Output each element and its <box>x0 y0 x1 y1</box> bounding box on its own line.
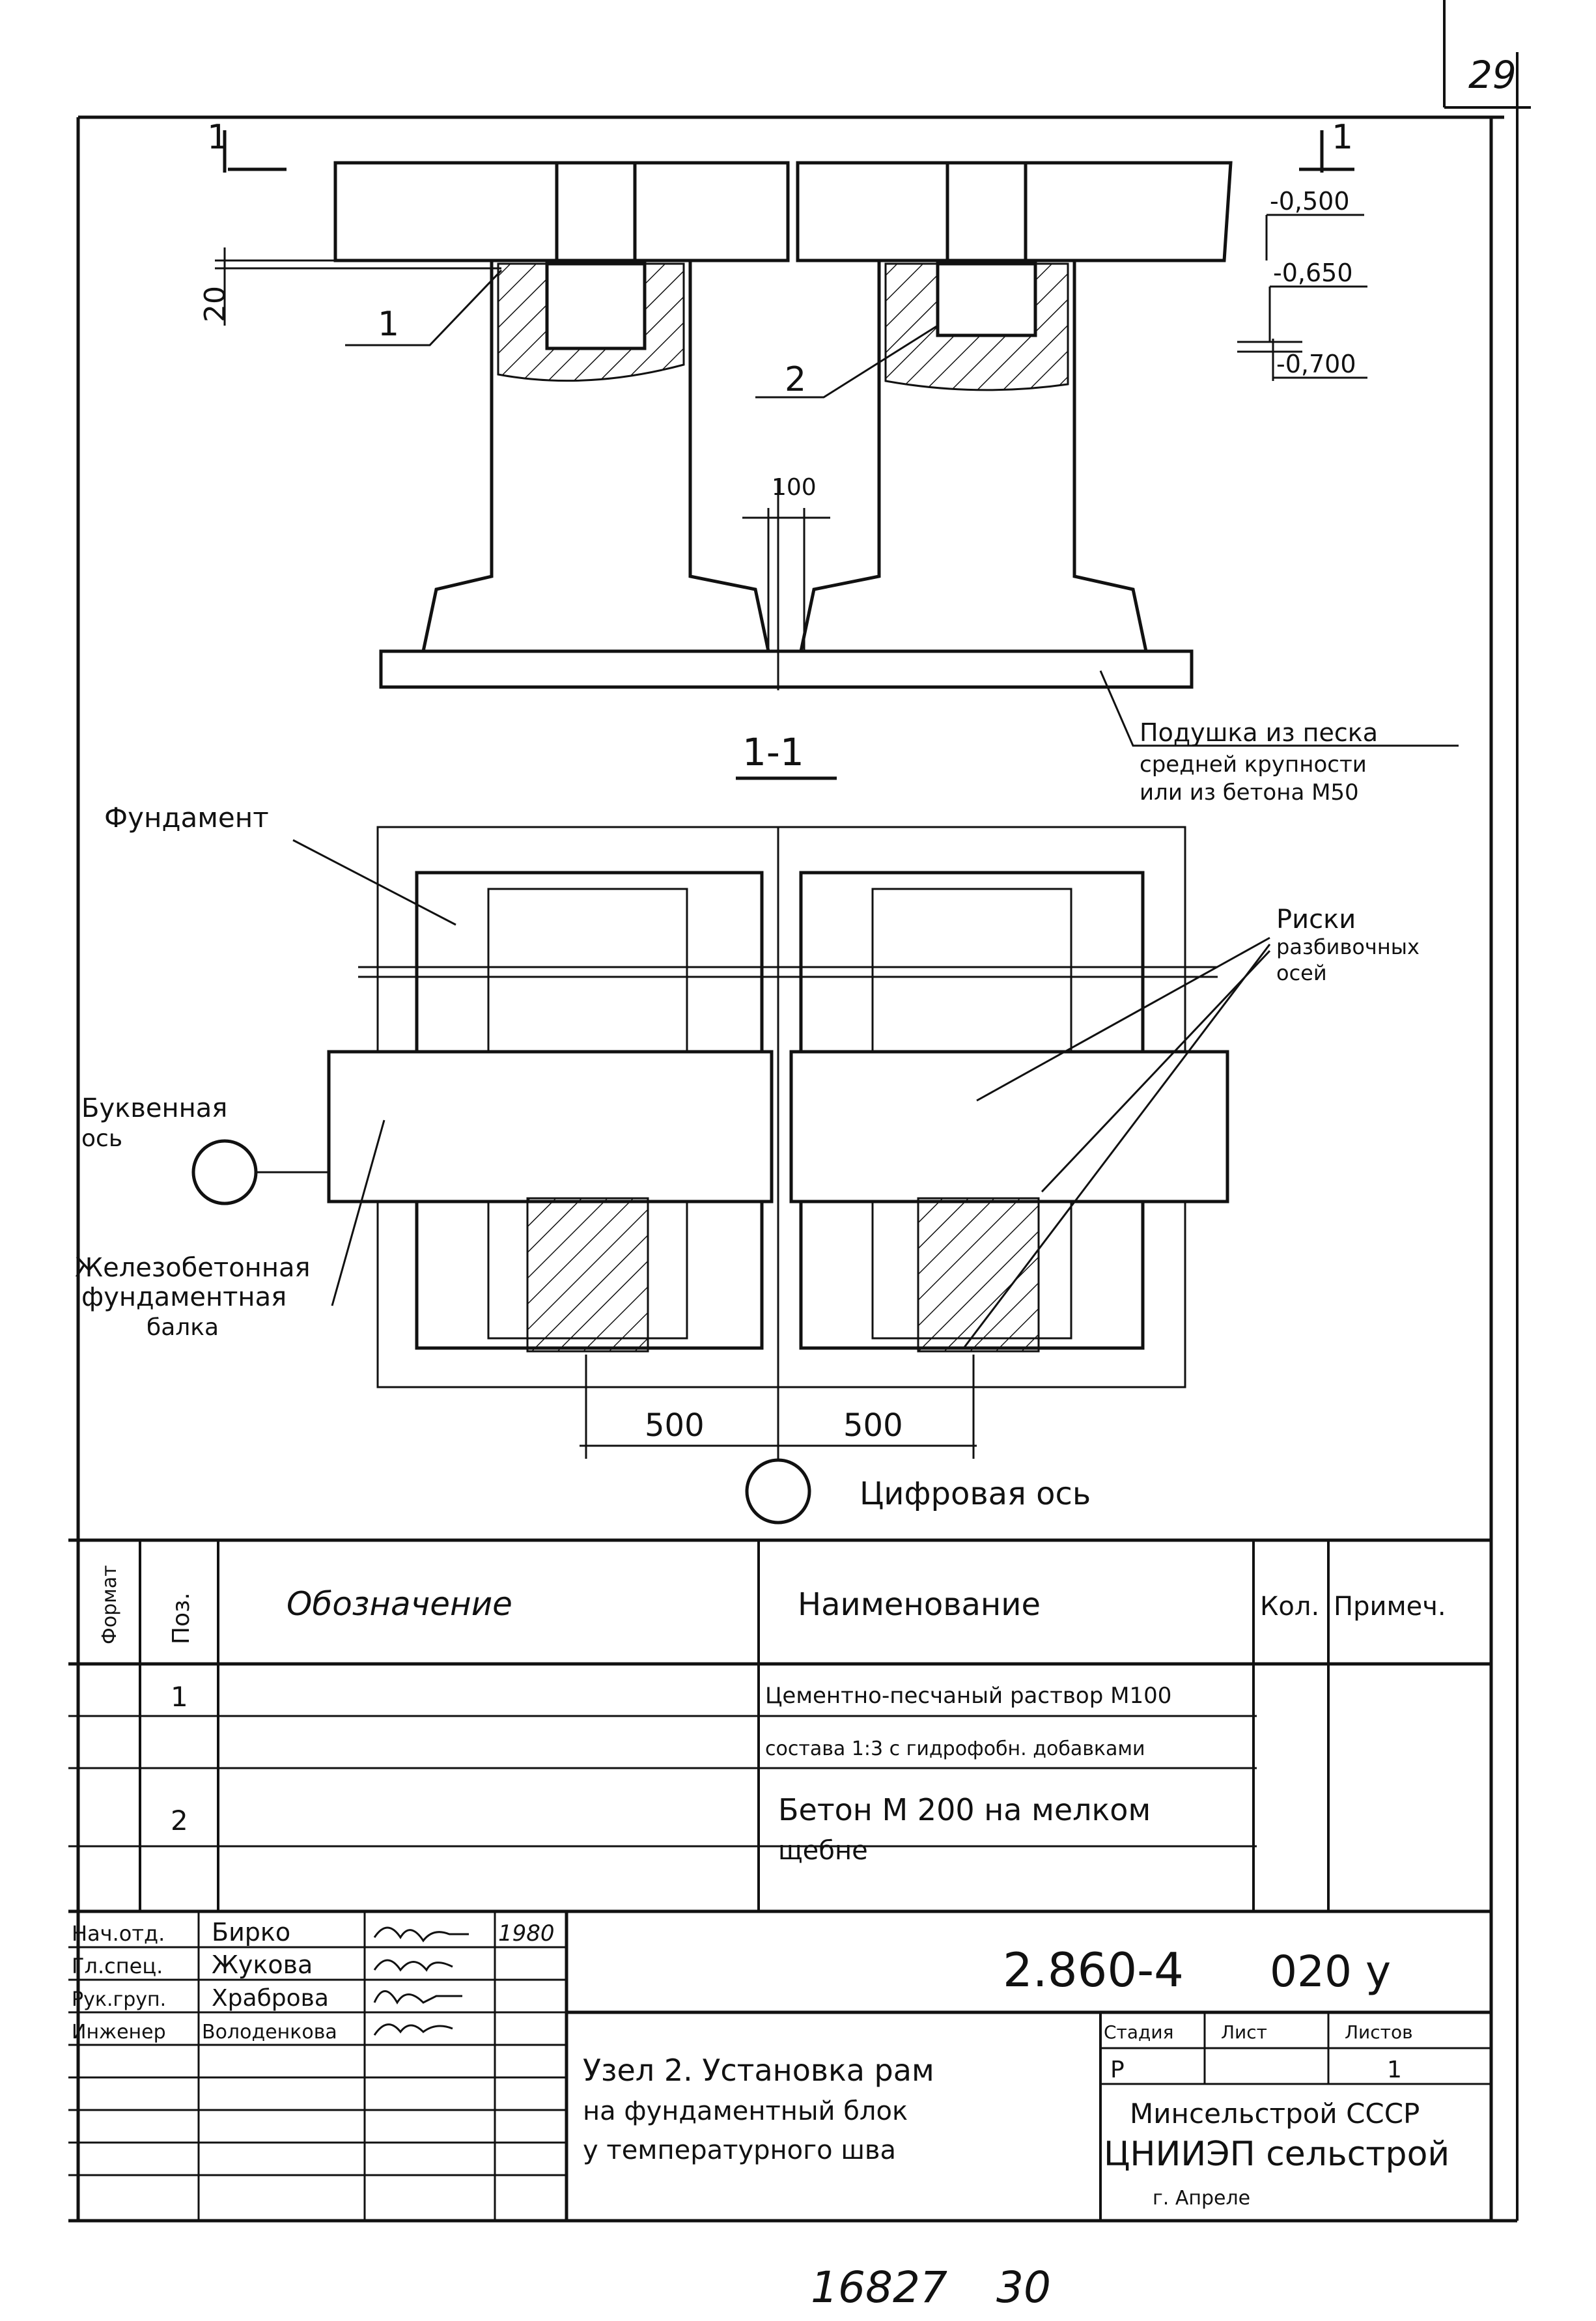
org-line2: ЦНИИЭП сельстрой <box>1104 2135 1449 2174</box>
row1-pos: 1 <box>171 1681 188 1713</box>
header-designation: Обозначение <box>287 1585 512 1623</box>
position-2-label: 2 <box>785 360 806 399</box>
section-label: 1-1 <box>742 730 804 774</box>
foundation-label: Фундамент <box>104 802 269 834</box>
cut-mark-right: 1 <box>1332 118 1353 157</box>
role-4: Инженер <box>72 2021 166 2044</box>
name-3: Храброва <box>212 1985 329 2012</box>
letter-axis-line1: Буквенная <box>81 1093 227 1123</box>
footer-page-number: 30 <box>996 2262 1051 2313</box>
level-0500: -0,500 <box>1270 187 1350 216</box>
cushion-line1: Подушка из песка <box>1140 718 1378 747</box>
beam-line1: Железобетонная <box>75 1253 311 1283</box>
doc-code: 2.860-4 <box>1003 1943 1184 1997</box>
role-2: Гл.спец. <box>72 1954 163 1978</box>
sheets-label: Листов <box>1345 2021 1413 2043</box>
cushion-line2: средней крупности <box>1140 752 1367 778</box>
header-pos: Поз. <box>168 1592 195 1644</box>
spec-table-grid <box>68 1540 1491 1913</box>
dim-500-right: 500 <box>843 1407 903 1444</box>
marks-line3: осей <box>1276 961 1327 985</box>
role-3: Рук.груп. <box>72 1988 166 2011</box>
marks-line1: Риски <box>1276 905 1356 935</box>
cushion-line3: или из бетона М50 <box>1140 780 1359 806</box>
doc-code-suffix: 020 у <box>1270 1947 1391 1997</box>
name-2: Жукова <box>212 1950 313 1979</box>
row2-name-line1: Бетон М 200 на мелком <box>778 1792 1151 1827</box>
role-1: Нач.отд. <box>72 1921 165 1946</box>
letter-axis-line2: ось <box>81 1125 122 1152</box>
header-format: Формат <box>98 1565 121 1644</box>
header-qty: Кол. <box>1260 1592 1319 1622</box>
row2-name-line2: щебне <box>778 1836 868 1866</box>
title-line2: на фундаментный блок <box>583 2096 908 2126</box>
archive-number: 16827 <box>811 2262 947 2313</box>
sheets-value: 1 <box>1387 2057 1402 2083</box>
date-1: 1980 <box>498 1920 555 1947</box>
title-line3: у температурного шва <box>583 2135 896 2165</box>
name-1: Бирко <box>212 1918 290 1947</box>
dim-100: 100 <box>772 474 817 501</box>
header-note: Примеч. <box>1334 1592 1446 1622</box>
row2-pos: 2 <box>171 1805 188 1836</box>
title-block-grid <box>68 1911 1491 2221</box>
cut-mark-left: 1 <box>207 118 229 157</box>
digit-axis-label: Цифровая ось <box>860 1476 1091 1512</box>
row1-name-line2: состава 1:3 с гидрофобн. добавками <box>765 1737 1145 1760</box>
position-1-label: 1 <box>378 305 399 344</box>
plan-view <box>191 826 1271 1525</box>
sheet-frame <box>68 0 1531 2223</box>
dim-500-left: 500 <box>645 1407 705 1444</box>
section-view <box>215 130 1459 747</box>
title-line1: Узел 2. Установка рам <box>583 2053 934 2088</box>
org-line1: Минсельстрой СССР <box>1130 2098 1420 2130</box>
dim-20: 20 <box>199 286 232 322</box>
stage-label: Стадия <box>1104 2021 1173 2043</box>
marks-line2: разбивочных <box>1276 935 1420 959</box>
sheet-number: 29 <box>1468 53 1517 97</box>
org-line3: г. Апреле <box>1153 2187 1250 2210</box>
name-4: Володенкова <box>202 2021 337 2044</box>
level-0650: -0,650 <box>1273 259 1353 287</box>
stage-value: Р <box>1110 2057 1125 2083</box>
beam-line2: фундаментная <box>81 1282 287 1312</box>
beam-line3: балка <box>147 1314 219 1341</box>
signatures <box>373 1926 469 2036</box>
level-0700: -0,700 <box>1276 350 1356 378</box>
header-name: Наименование <box>798 1586 1041 1623</box>
sheet-label: Лист <box>1221 2021 1267 2043</box>
row1-name-line1: Цементно-песчаный раствор М100 <box>765 1683 1171 1709</box>
